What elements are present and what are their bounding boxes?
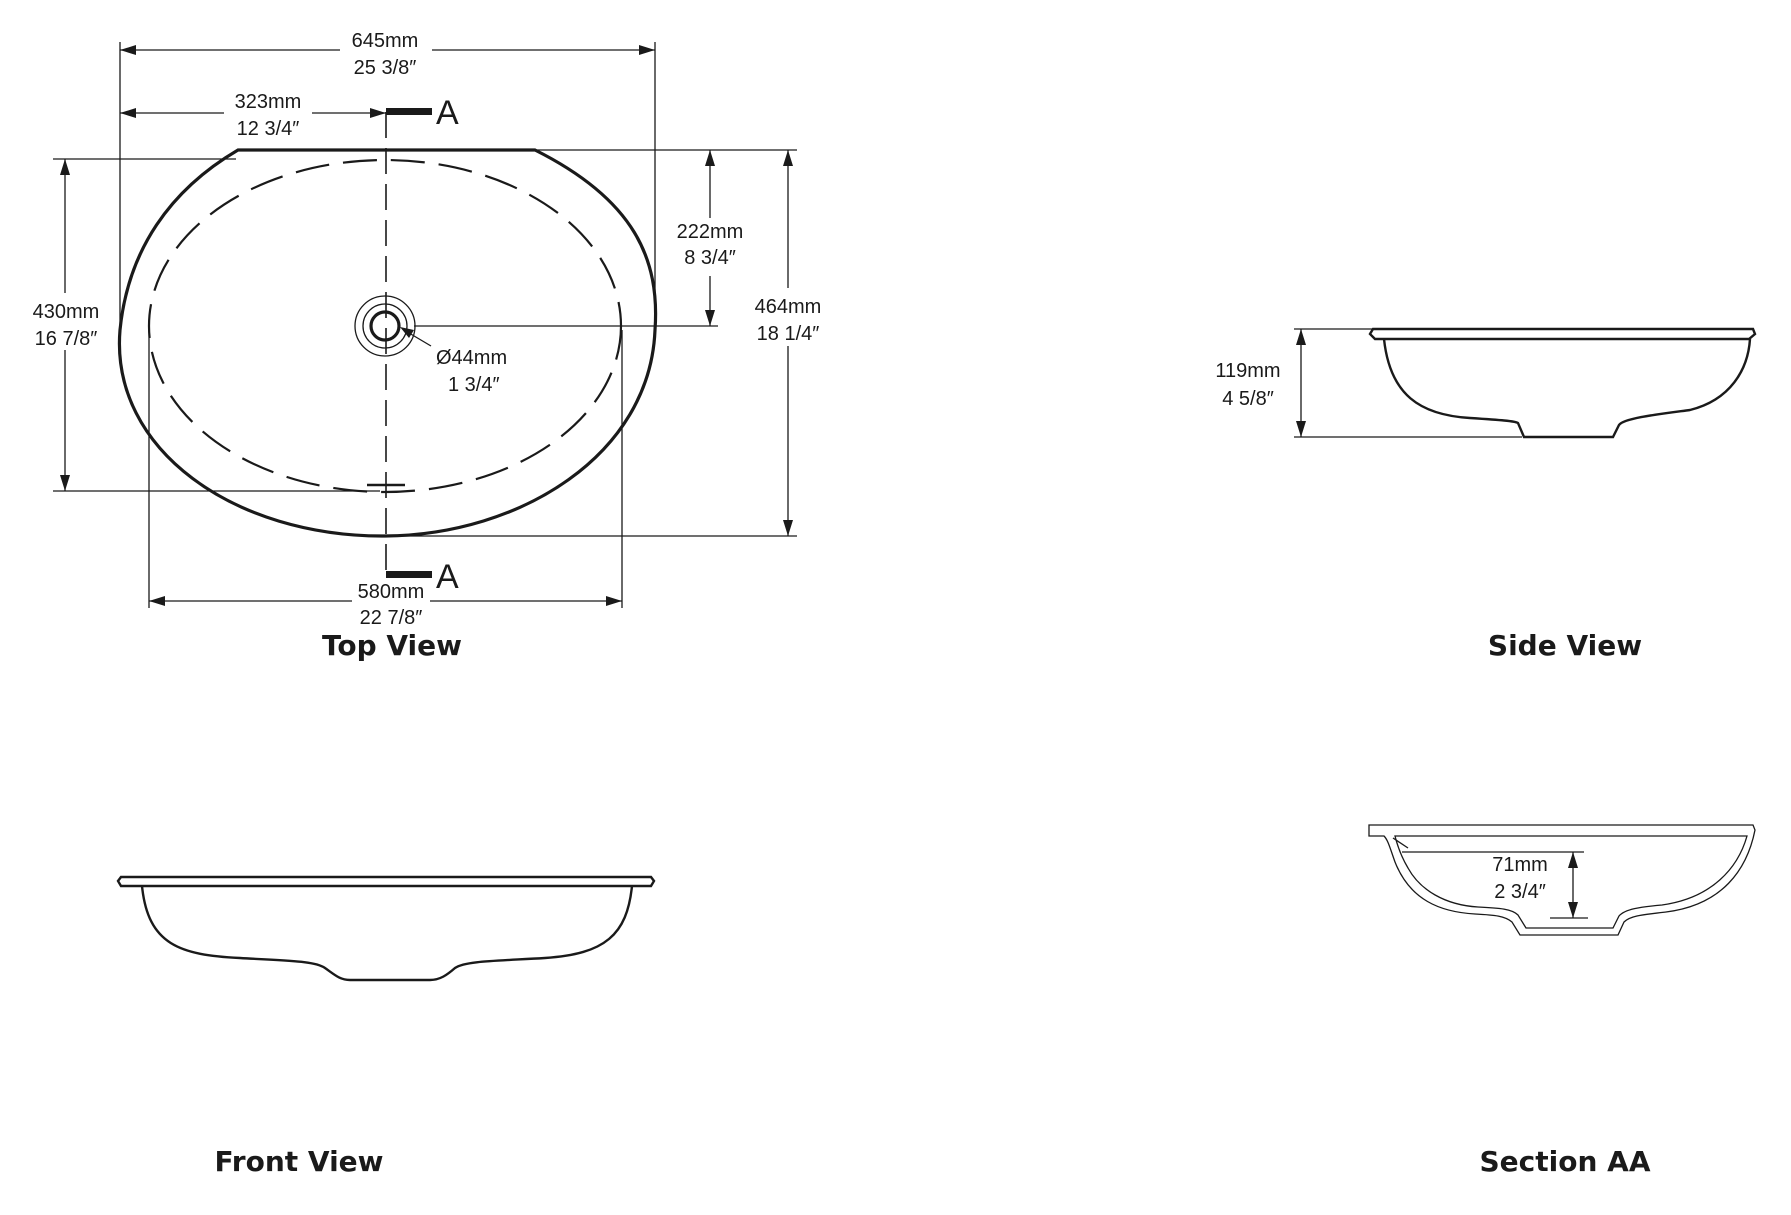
arrowhead (1296, 421, 1306, 437)
arrowhead (60, 475, 70, 491)
top-view-title: Top View (322, 629, 462, 662)
dim-overall-depth-in: 18 1/4″ (757, 323, 820, 345)
top-view-outer-rim (117, 148, 658, 538)
dim-drain-offset-in: 8 3/4″ (684, 247, 736, 269)
dim-bowl-width-mm: 580mm (358, 581, 425, 603)
front-view-rim (116, 875, 656, 888)
side-view: 119mm 4 5/8″ Side View (1215, 327, 1757, 662)
dim-overall-width-in: 25 3/8″ (354, 57, 417, 79)
drain-inner-ring (369, 310, 401, 342)
arrowhead (120, 45, 136, 55)
dim-bowl-depth-mm: 430mm (33, 301, 100, 323)
arrowhead (1296, 329, 1306, 345)
section-aa-shell (1368, 824, 1756, 936)
arrowhead (783, 520, 793, 536)
arrowhead (400, 327, 414, 338)
dim-drain-diameter-mm: Ø44mm (436, 347, 507, 369)
top-view: A A 645mm 25 3/8″ 323mm 12 3/4″ 580mm (33, 30, 822, 662)
dim-bowl-width-in: 22 7/8″ (360, 607, 423, 629)
arrowhead (149, 596, 165, 606)
dim-overall-depth-mm: 464mm (755, 296, 822, 318)
section-aa-title: Section AA (1480, 1145, 1651, 1178)
section-marker-bottom-label: A (436, 558, 459, 596)
dim-drain-offset-mm: 222mm (677, 221, 744, 243)
arrowhead (1568, 902, 1578, 918)
arrowhead (783, 150, 793, 166)
dim-inner-depth-in: 2 3/4″ (1494, 881, 1546, 903)
dim-overall-width-mm: 645mm (352, 30, 419, 52)
dim-inner-depth-mm: 71mm (1492, 854, 1548, 876)
front-view-bowl-profile (140, 885, 634, 982)
drain-mid-ring (362, 303, 408, 349)
arrowhead (639, 45, 655, 55)
arrowhead (606, 596, 622, 606)
dim-half-width-mm: 323mm (235, 91, 302, 113)
side-view-title: Side View (1488, 629, 1642, 662)
arrowhead (120, 108, 136, 118)
side-view-rim (1368, 327, 1757, 341)
arrowhead (60, 159, 70, 175)
section-marker-top (386, 108, 432, 115)
dim-height-in: 4 5/8″ (1222, 388, 1274, 410)
arrowhead (705, 150, 715, 166)
side-view-bowl-profile (1382, 338, 1752, 439)
section-marker-top-label: A (436, 94, 459, 132)
dim-half-width-in: 12 3/4″ (237, 118, 300, 140)
front-view-title: Front View (214, 1145, 383, 1178)
dim-height-mm: 119mm (1215, 360, 1280, 382)
front-view: Front View (116, 875, 656, 1178)
arrowhead (705, 310, 715, 326)
arrowhead (370, 108, 386, 118)
section-aa-view: 71mm 2 3/4″ Section AA (1368, 824, 1756, 1178)
dim-drain-diameter-in: 1 3/4″ (448, 374, 500, 396)
arrowhead (1568, 852, 1578, 868)
section-aa-inner-wall (1392, 837, 1409, 849)
section-marker-bottom (386, 571, 432, 578)
drain-outer-ring (354, 295, 416, 357)
dim-bowl-depth-in: 16 7/8″ (35, 328, 98, 350)
